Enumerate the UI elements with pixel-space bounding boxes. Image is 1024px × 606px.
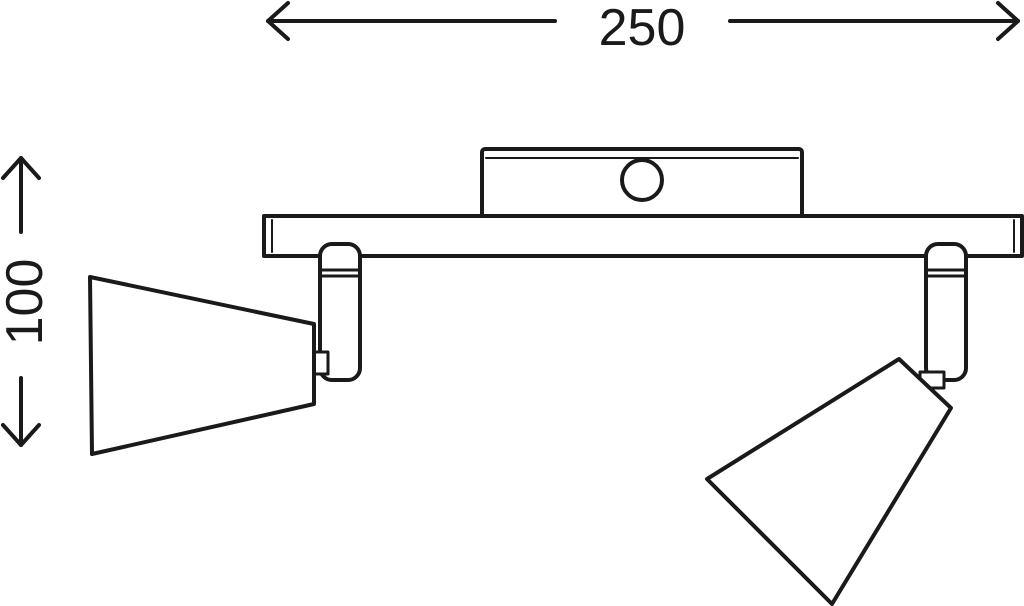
height-dimension: 100 <box>0 156 54 447</box>
right-arm <box>924 242 968 382</box>
left-arm <box>318 242 362 382</box>
width-dimension: 250 <box>266 0 1020 57</box>
width-arrow-right <box>996 1 1020 41</box>
left-shade <box>88 275 316 456</box>
canopy-screw <box>620 158 664 202</box>
right-shade <box>705 357 953 606</box>
height-arrow-bottom <box>1 423 41 447</box>
right-spotlight <box>705 242 968 606</box>
ceiling-canopy <box>480 147 804 229</box>
mounting-bar <box>262 214 1024 258</box>
width-arrow-left <box>266 1 290 41</box>
width-label: 250 <box>599 0 686 57</box>
bar-body <box>262 214 1024 258</box>
height-arrow-top <box>1 156 41 180</box>
height-label: 100 <box>0 259 54 346</box>
left-spotlight <box>88 242 362 456</box>
